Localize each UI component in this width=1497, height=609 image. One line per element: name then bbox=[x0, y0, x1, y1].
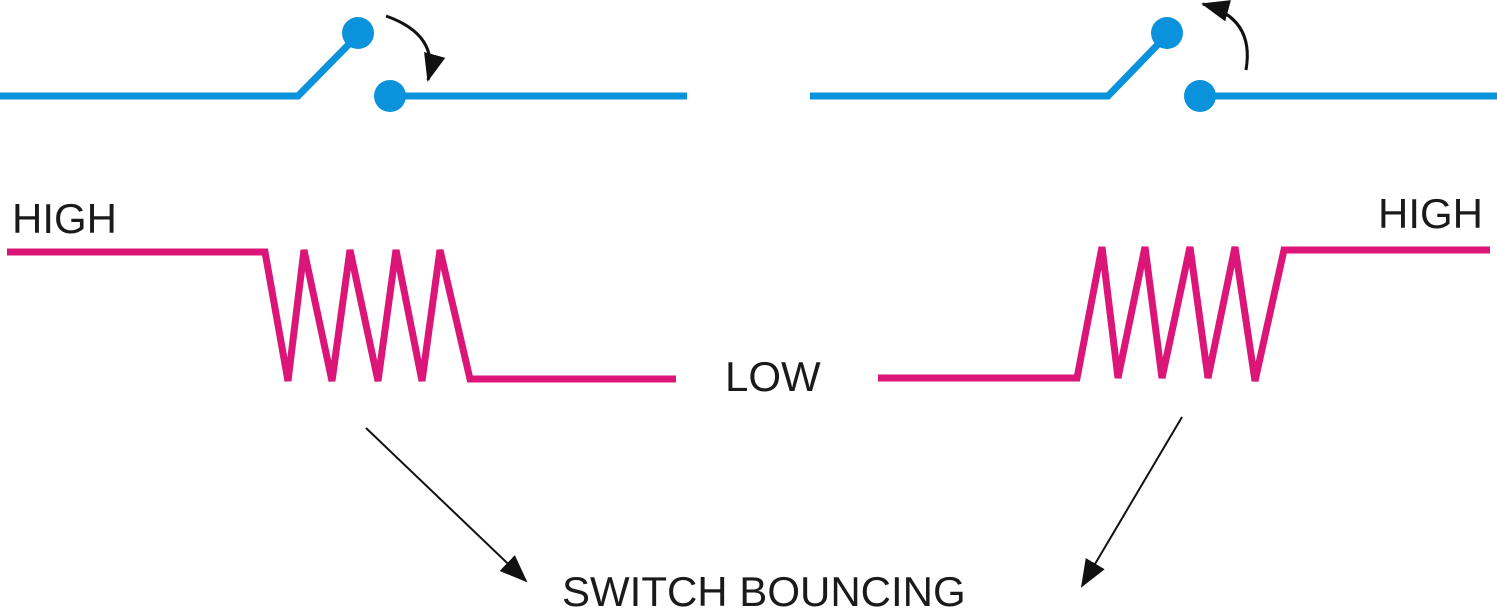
falling-edge-signal bbox=[7, 248, 676, 383]
left-bounce-pointer-arrow-icon bbox=[365, 427, 528, 583]
rising-edge-signal bbox=[878, 246, 1490, 382]
left-switch-closing-arrow-icon bbox=[385, 14, 446, 82]
switch-bouncing-label: SWITCH BOUNCING bbox=[562, 568, 966, 609]
low-label: LOW bbox=[725, 353, 821, 400]
right-switch-lever-contact bbox=[1151, 17, 1183, 49]
right-bounce-pointer-arrow-icon bbox=[1080, 416, 1183, 588]
left-switch-wire-in bbox=[0, 32, 361, 100]
left-switch bbox=[0, 14, 687, 112]
right-switch-wire-in bbox=[810, 32, 1170, 100]
left-switch-lever-contact bbox=[342, 17, 374, 49]
high-left-label: HIGH bbox=[12, 195, 117, 242]
right-switch-opening-arrow-icon bbox=[1201, 0, 1249, 71]
high-right-label: HIGH bbox=[1378, 190, 1483, 237]
right-switch bbox=[810, 0, 1497, 112]
